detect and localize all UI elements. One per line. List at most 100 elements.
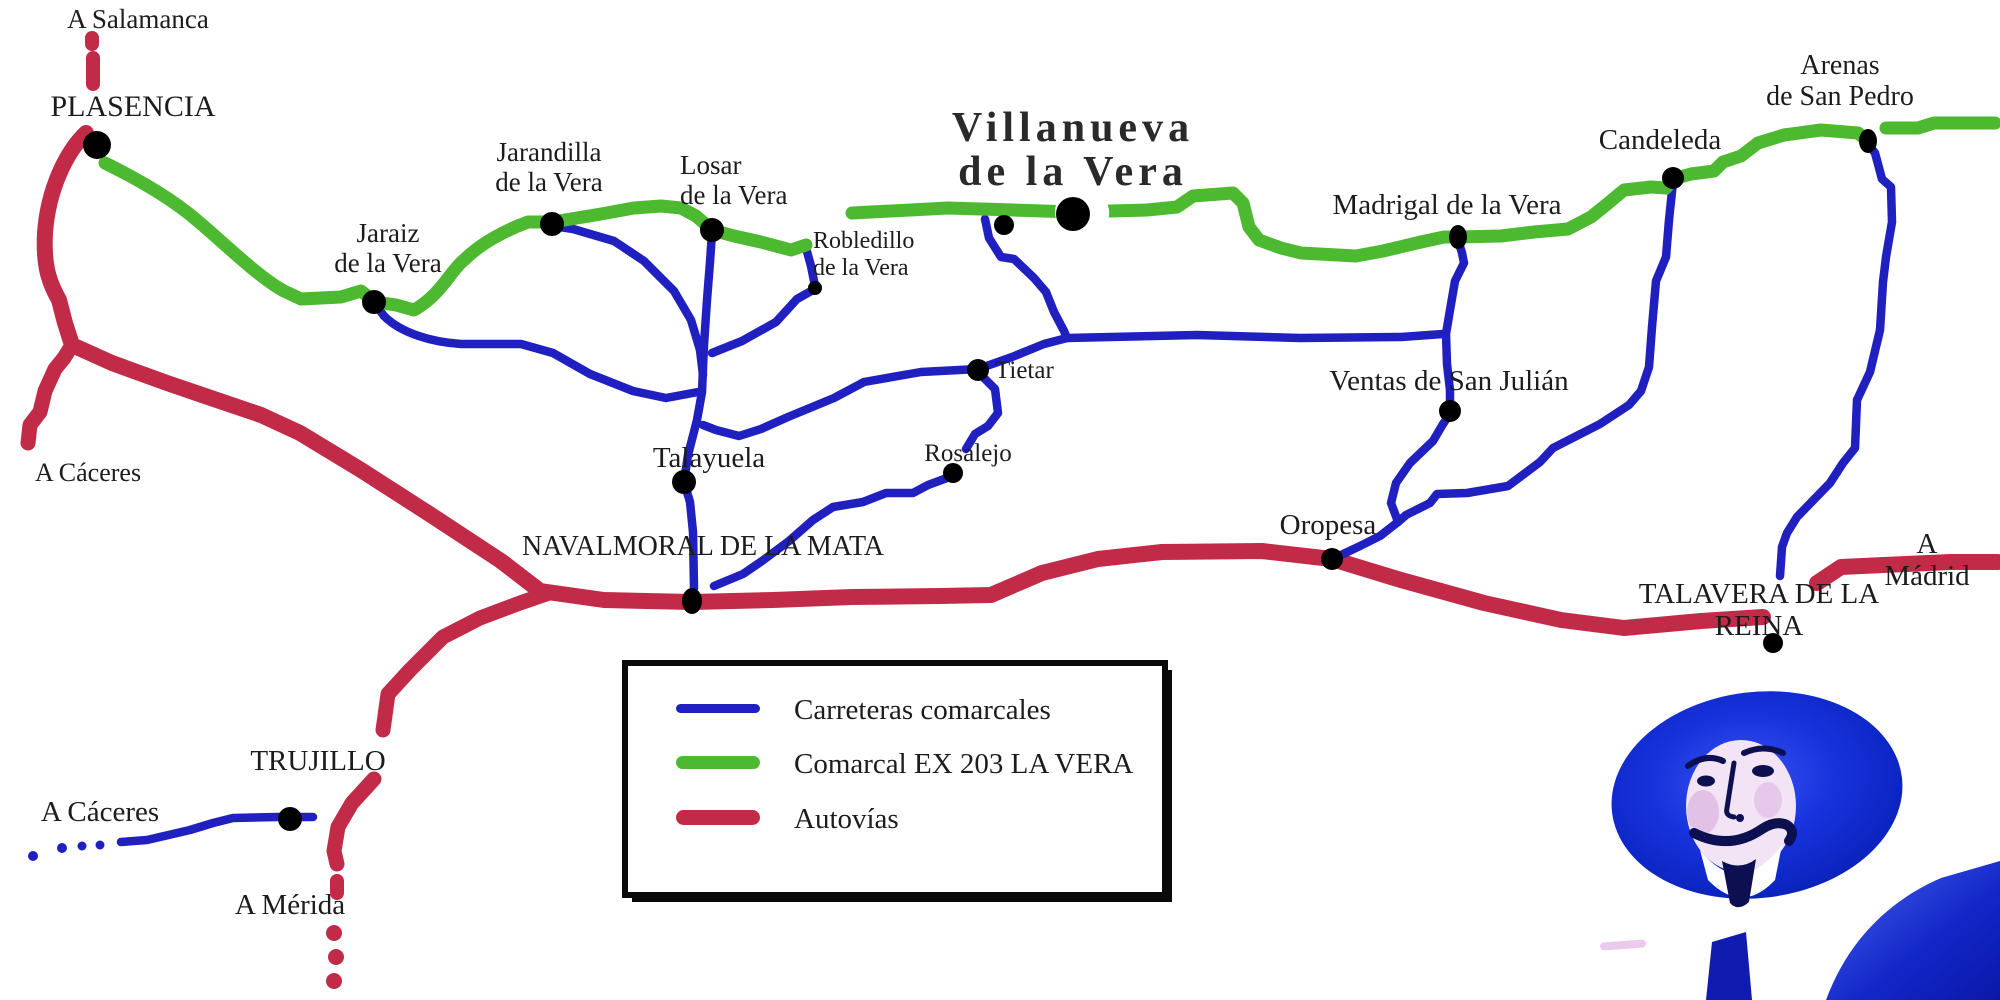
road-junction-oropesa: [1334, 517, 1403, 561]
town-dot-jaraiz: [362, 290, 386, 314]
road-ventas-south: [1386, 409, 1455, 524]
map-legend: Carreteras comarcales Comarcal EX 203 LA…: [622, 660, 1168, 898]
road-trujillo-caceres: [116, 812, 318, 847]
label-robledillo: Robledillo de la Vera: [813, 228, 915, 281]
blue-dot: [28, 851, 38, 861]
label-jaraiz: Jaraiz de la Vera: [334, 218, 442, 279]
label-villanueva: Villanueva de la Vera: [951, 105, 1195, 196]
villanueva-halo-arc: [1095, 193, 1110, 233]
legend-line-blue-icon: [676, 704, 760, 713]
road-tietar-diagonal: [698, 333, 1072, 441]
statue-eye-left: [1697, 775, 1715, 787]
town-dot-talavera: [1763, 633, 1783, 653]
road-jaraiz-arc: [371, 300, 703, 403]
legend-label-autovias: Autovías: [794, 803, 899, 835]
town-dot-villanueva: [1056, 197, 1090, 231]
legend-row-ex203: Comarcal EX 203 LA VERA: [628, 748, 1162, 780]
label-losar: Losar de la Vera: [680, 150, 788, 211]
label-arenas: Arenas de San Pedro: [1766, 50, 1914, 113]
statue-chin: [1700, 845, 1782, 898]
road-a-madrid: [1809, 554, 2000, 591]
town-dot-rosalejo: [943, 463, 963, 483]
statue-brow-right: [1741, 745, 1786, 756]
label-candeleda: Candeleda: [1598, 124, 1722, 156]
label-a-madrid: A Mádrid: [1884, 528, 1970, 593]
town-dots: [83, 129, 1877, 831]
comarcal-dotted-continuation: [28, 840, 105, 861]
statue-shoulder: [1826, 861, 2000, 1000]
red-dot: [326, 973, 342, 989]
label-jarandilla: Jarandilla de la Vera: [495, 137, 603, 198]
label-talavera: TALAVERA DE LA REINA: [1638, 578, 1880, 643]
road-trujillo-branch: [375, 585, 557, 738]
road-arenas-south: [1775, 139, 1897, 581]
label-rosalejo: Rosalejo: [924, 440, 1012, 467]
label-talayuela: Talayuela: [652, 442, 766, 474]
statue-mustache: [1689, 818, 1797, 847]
town-dot-jarandilla: [540, 212, 564, 236]
label-a-caceres-south: A Cáceres: [40, 796, 160, 828]
town-dot-ventas: [1439, 400, 1461, 422]
statue-brow-left: [1685, 754, 1726, 769]
road-ex203-west: [98, 156, 813, 317]
town-dot-madrigal: [1449, 225, 1467, 249]
legend-line-red-icon: [676, 810, 760, 825]
red-dot: [326, 925, 342, 941]
legend-line-green-icon: [676, 756, 760, 769]
town-dot-oropesa: [1321, 548, 1343, 570]
road-losar-talayuela: [679, 228, 717, 593]
label-a-caceres-west: A Cáceres: [34, 458, 142, 487]
town-dot-losar: [700, 218, 724, 242]
autovia-dotted-continuation: [326, 925, 344, 989]
label-a-merida: A Mérida: [234, 889, 346, 921]
road-autovia-main: [64, 337, 1771, 636]
town-dot-trujillo: [278, 807, 302, 831]
road-robledillo-down: [707, 285, 818, 358]
road-jarandilla-south: [548, 221, 708, 380]
label-ventas: Ventas de San Julián: [1329, 365, 1569, 397]
label-oropesa: Oropesa: [1279, 509, 1377, 541]
town-dot-navalmoral: [682, 588, 702, 614]
road-villanueva-south: [980, 214, 1072, 343]
label-navalmoral: NAVALMORAL DE LA MATA: [521, 531, 885, 562]
town-dot-valverde: [994, 215, 1014, 235]
road-autovia-west: [36, 125, 94, 353]
ex203-road: [98, 116, 2000, 317]
autovia-roads: [20, 31, 2000, 900]
label-a-salamanca: A Salamanca: [67, 4, 209, 34]
blue-dot: [95, 840, 105, 850]
statue-cheek-right: [1754, 782, 1782, 818]
statue-cheek-left: [1687, 790, 1719, 834]
road-robledillo-up: [801, 243, 820, 291]
legend-row-comarcales: Carreteras comarcales: [628, 694, 1162, 726]
road-tietar-rosalejo: [961, 368, 1003, 454]
blue-dot: [77, 841, 87, 851]
label-tietar: Tietar: [995, 357, 1054, 384]
town-dot-candeleda: [1662, 167, 1684, 189]
statue-nose: [1724, 760, 1737, 820]
road-candeleda-south: [1393, 177, 1678, 527]
statue-nostril: [1736, 814, 1744, 822]
town-dot-tietar: [967, 359, 989, 381]
legend-label-ex203: Comarcal EX 203 LA VERA: [794, 748, 1134, 780]
comarcal-roads: [116, 139, 1897, 847]
road-madrigal-south: [1441, 235, 1469, 413]
legend-row-autovias: Autovías: [628, 803, 1162, 835]
road-horizontal-east: [1062, 329, 1448, 343]
town-dot-arenas: [1859, 129, 1877, 153]
label-plasencia: PLASENCIA: [50, 90, 216, 123]
statue-mouth-goatee: [1722, 859, 1756, 908]
road-ex203-arenas-east: [1879, 116, 2000, 135]
road-trujillo-branch2: [326, 771, 382, 872]
road-ex203-east: [845, 123, 1875, 263]
statue-smudge: [1600, 939, 1646, 951]
legend-label-comarcales: Carreteras comarcales: [794, 694, 1051, 726]
red-dot: [328, 949, 344, 965]
statue-neck-dark: [1706, 932, 1752, 1000]
town-dot-robledillo: [808, 281, 822, 295]
road-rosalejo-navalmoral: [709, 473, 952, 591]
statue-figure-image: [1600, 691, 2000, 1000]
label-trujillo: TRUJILLO: [250, 745, 386, 777]
blue-dot: [57, 843, 67, 853]
